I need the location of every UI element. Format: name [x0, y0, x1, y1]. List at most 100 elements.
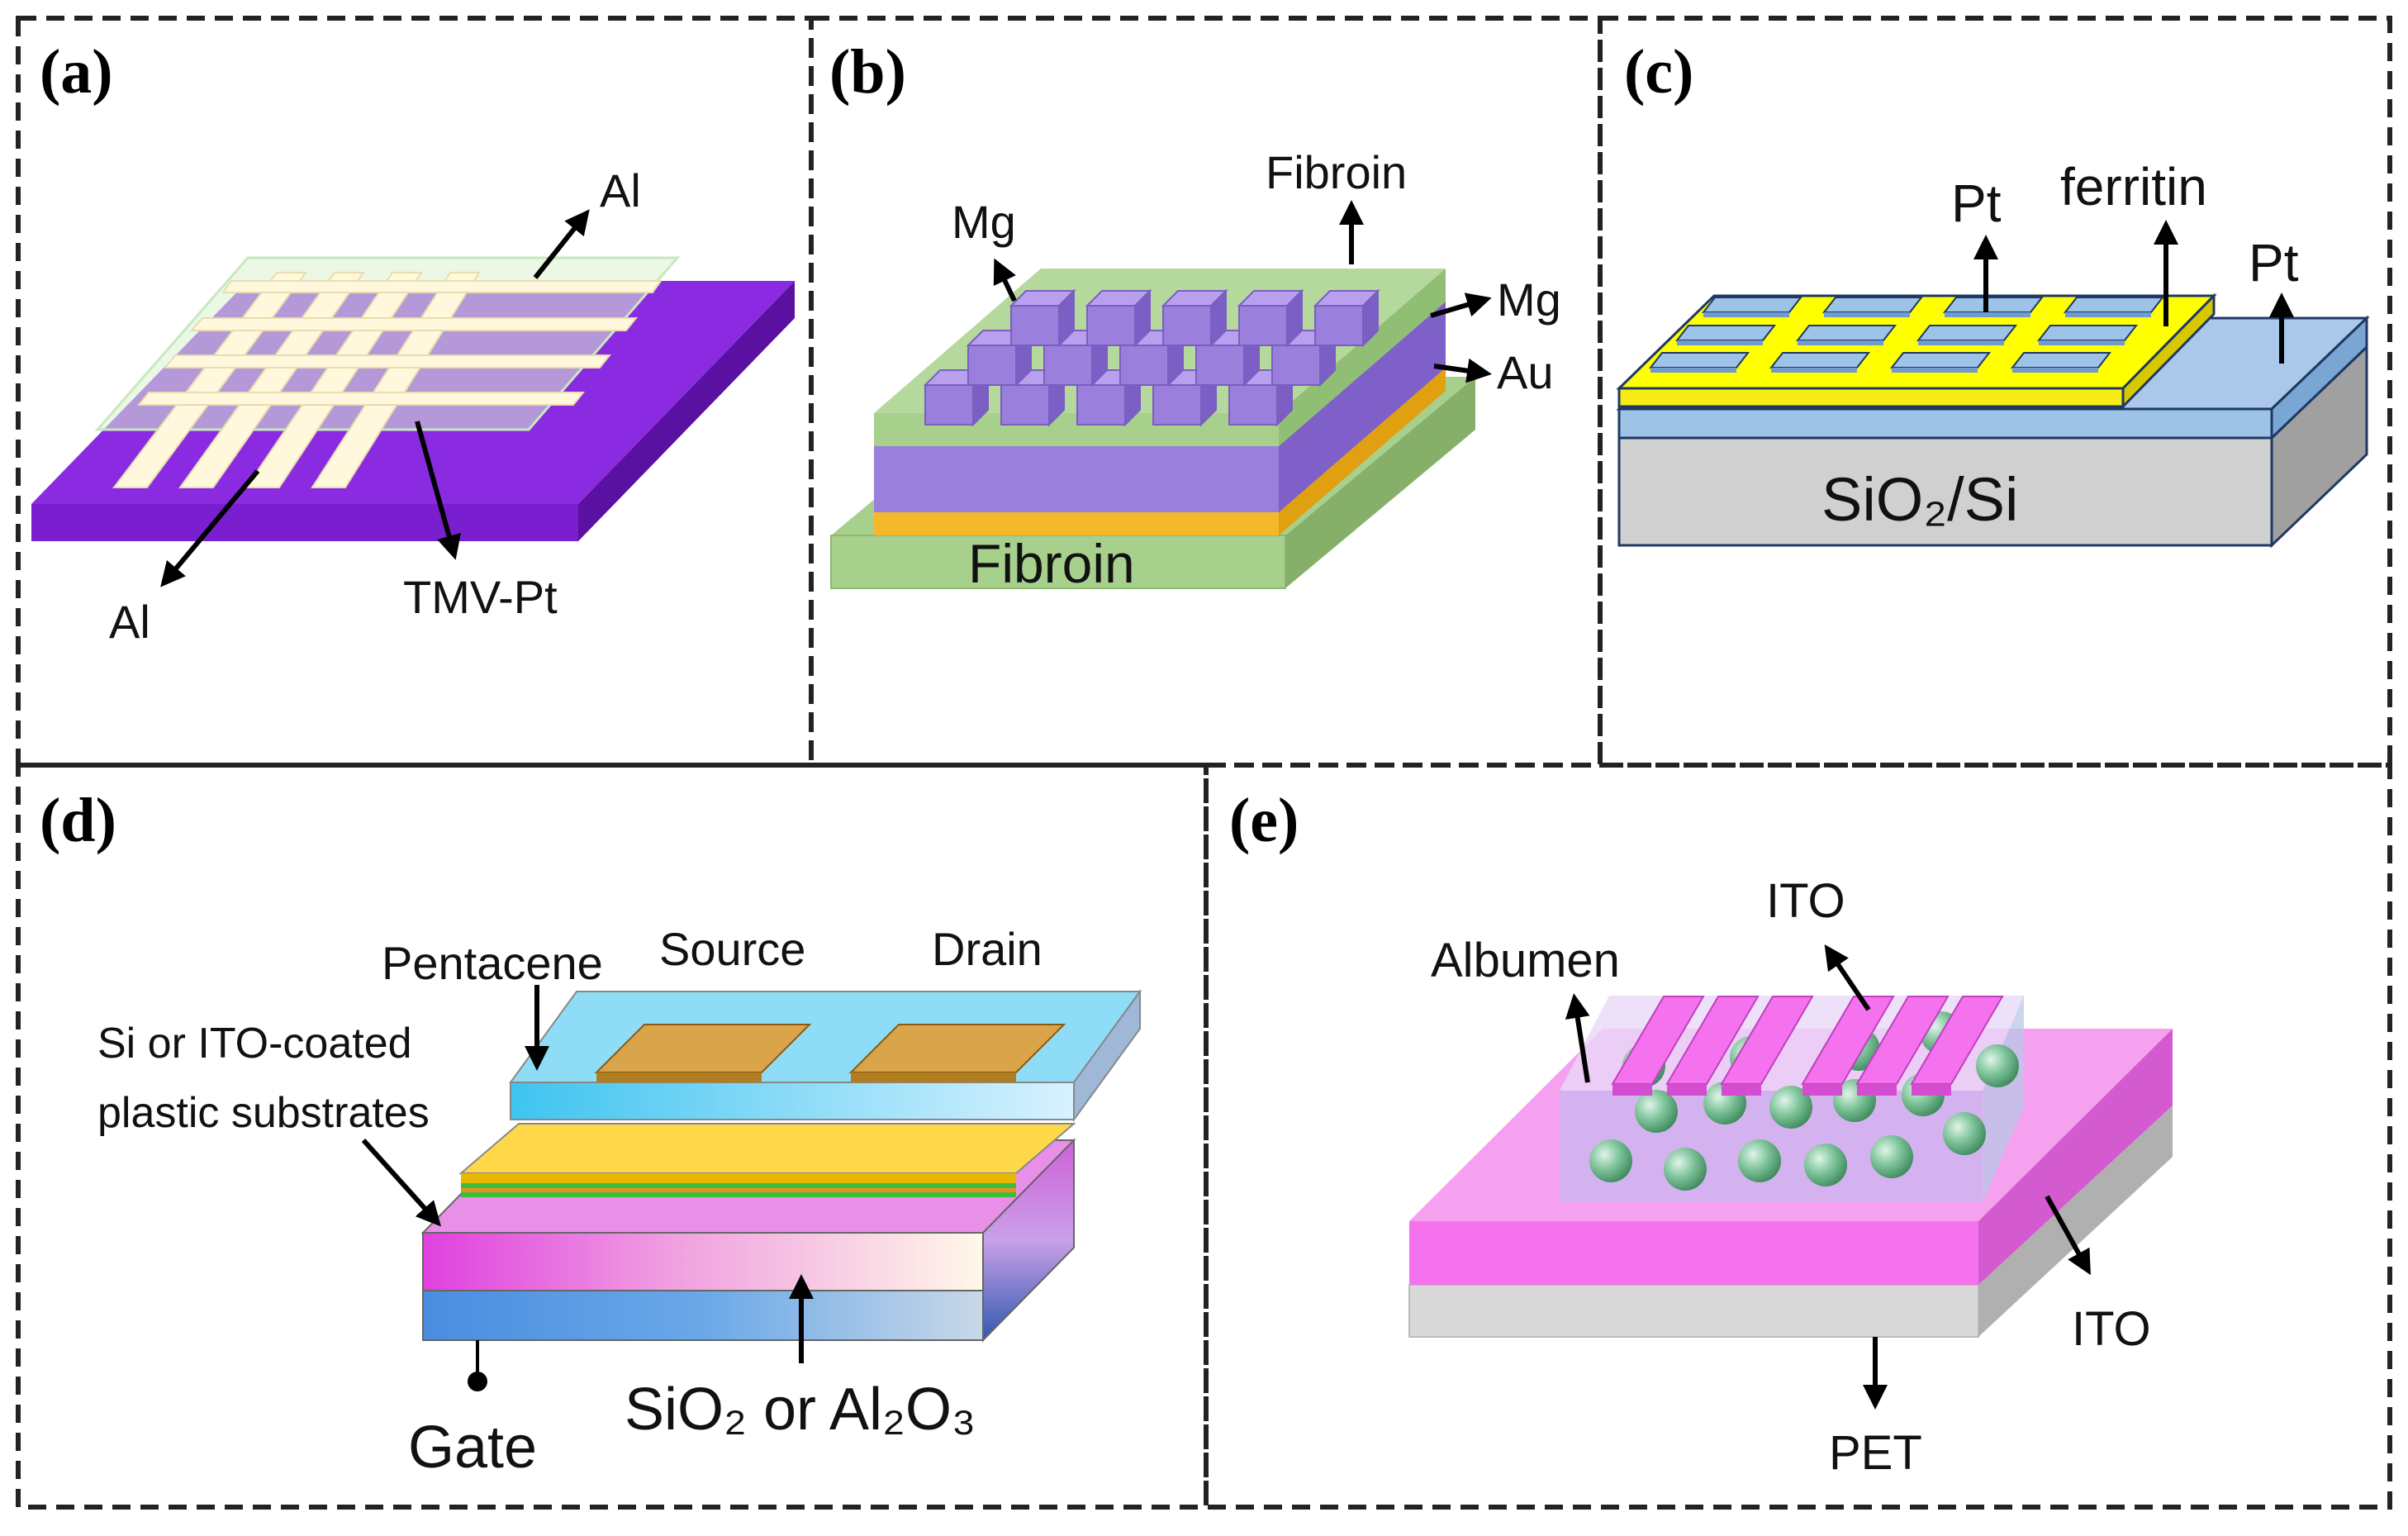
label-sio2-si: SiO₂/Si: [1821, 465, 2018, 534]
label-pet: PET: [1829, 1426, 1922, 1480]
mg-cell-side: [1210, 288, 1227, 348]
label-ito-bottom: ITO: [2072, 1302, 2151, 1356]
ito-strip-front: [1612, 1084, 1652, 1096]
panel-e-tag: (e): [1229, 786, 1299, 855]
ferritin-side: [2121, 292, 2216, 410]
pt-pad-edge: [1703, 312, 1789, 317]
albumen-particle: [1738, 1139, 1781, 1182]
mg-cell-front: [1195, 345, 1245, 386]
pt-pad: [1821, 297, 1924, 313]
panel-d-device: Pentacene Source Drain Si or ITO-coated …: [97, 923, 1142, 1481]
mg-layer-side: [1279, 302, 1446, 512]
pt-pad: [1889, 352, 1992, 369]
pt-pad: [1769, 352, 1871, 369]
pentacene-side: [1073, 988, 1141, 1123]
pt-pad: [1795, 325, 1897, 341]
pt-pad-edge: [1892, 368, 1978, 373]
orange-strip: [461, 1188, 1016, 1192]
source-pad-front: [596, 1072, 762, 1082]
label-source: Source: [659, 923, 805, 975]
label-au: Au: [1497, 346, 1554, 398]
label-dielectric: SiO₂ or Al₂O₃: [625, 1377, 976, 1443]
dielectric-front: [422, 1232, 984, 1291]
pt-pad-edge: [2012, 368, 2098, 373]
label-substrate-line1: Si or ITO-coated: [97, 1020, 412, 1068]
pet-side: [1978, 1106, 2173, 1337]
fibroin-substrate-side: [1285, 377, 1475, 588]
pentacene-front: [510, 1082, 1075, 1120]
arrow-mg-layer: [1430, 292, 1492, 318]
green-strip-2: [461, 1192, 1016, 1197]
purple-substrate-side: [578, 281, 795, 541]
panel-b-device: Mg Fibroin Mg Au Fibroin: [830, 146, 1561, 594]
pt-bottom-side: [2270, 315, 2368, 441]
label-fibroin-top: Fibroin: [1266, 146, 1407, 198]
pt-pad: [2063, 297, 2165, 313]
panel-d-frame: [16, 763, 1209, 1510]
mg-cell-side: [1362, 288, 1379, 348]
albumen-particle: [1589, 1139, 1632, 1182]
panel-a-tag: (a): [40, 37, 113, 107]
mg-cell-front: [1162, 305, 1212, 346]
panel-b-tag: (b): [829, 37, 906, 107]
pt-top-pads: [1648, 297, 2165, 373]
panel-a-device: Al Al TMV-Pt: [31, 164, 795, 648]
pt-pad: [1648, 352, 1750, 369]
label-drain: Drain: [932, 923, 1043, 975]
pt-pad: [2036, 325, 2139, 341]
ito-top-electrodes: [1611, 996, 2004, 1096]
arrow-tmv-pt: [415, 421, 462, 560]
green-strip-1: [461, 1183, 1016, 1188]
panel-e-device: Albumen ITO ITO PET: [1408, 874, 2173, 1480]
mg-cell-front: [967, 345, 1017, 386]
gate-terminal: [468, 1372, 487, 1391]
mg-cell-side: [1058, 288, 1075, 348]
mg-cell-front: [1152, 384, 1202, 426]
pt-pad: [1916, 325, 2018, 341]
label-substrate-line2: plastic substrates: [97, 1089, 430, 1137]
mg-cell-front: [1010, 305, 1060, 346]
arrow-au: [1433, 358, 1492, 383]
panel-c-tag: (c): [1624, 37, 1693, 107]
label-pt-top: Pt: [1951, 174, 2002, 233]
arrow-top-al: [533, 209, 590, 279]
au-layer-front: [874, 512, 1279, 535]
ito-strip-front: [1722, 1084, 1761, 1096]
label-albumen: Albumen: [1431, 934, 1620, 987]
ito-strip-front: [1857, 1084, 1897, 1096]
albumen-particle: [1943, 1112, 1986, 1155]
mg-cell-side: [1286, 288, 1303, 348]
pt-pad-edge: [1650, 368, 1736, 373]
pt-pad-edge: [2065, 312, 2151, 317]
mg-layer-front: [874, 446, 1279, 512]
label-fibroin-substrate: Fibroin: [968, 533, 1135, 594]
tmv-pt-layer: [94, 256, 681, 431]
pt-pad: [2010, 352, 2112, 369]
albumen-particle: [1870, 1135, 1913, 1178]
mg-cell-front: [1119, 345, 1169, 386]
label-ferritin: ferritin: [2060, 157, 2207, 216]
label-pt-bottom: Pt: [2249, 233, 2299, 292]
mg-cell-side: [1134, 288, 1151, 348]
arrow-mg-cells: [993, 258, 1017, 302]
albumen-particle: [1664, 1148, 1707, 1191]
pt-pad: [1942, 297, 2045, 313]
panel-c-frame: [1598, 16, 2392, 768]
arrow-bottom-al: [160, 469, 260, 587]
ferritin-front: [1617, 387, 2125, 408]
mg-cell-front: [1238, 305, 1288, 346]
arrow-substrate: [361, 1138, 442, 1227]
mg-cell-front: [924, 384, 974, 426]
albumen-side: [1983, 996, 2024, 1202]
label-bottom-al: Al: [109, 596, 150, 648]
albumen-particle: [1769, 1086, 1812, 1129]
drain-pad-front: [851, 1072, 1016, 1082]
mg-cell-front: [1000, 384, 1050, 426]
fibroin-top-layer-side: [1279, 269, 1446, 446]
yellow-layer-top: [458, 1123, 1076, 1174]
mg-cell-front: [1043, 345, 1093, 386]
pt-pad-edge: [1798, 340, 1883, 345]
pt-pad-edge: [1918, 340, 2004, 345]
ito-bottom-side: [1978, 1029, 2173, 1285]
